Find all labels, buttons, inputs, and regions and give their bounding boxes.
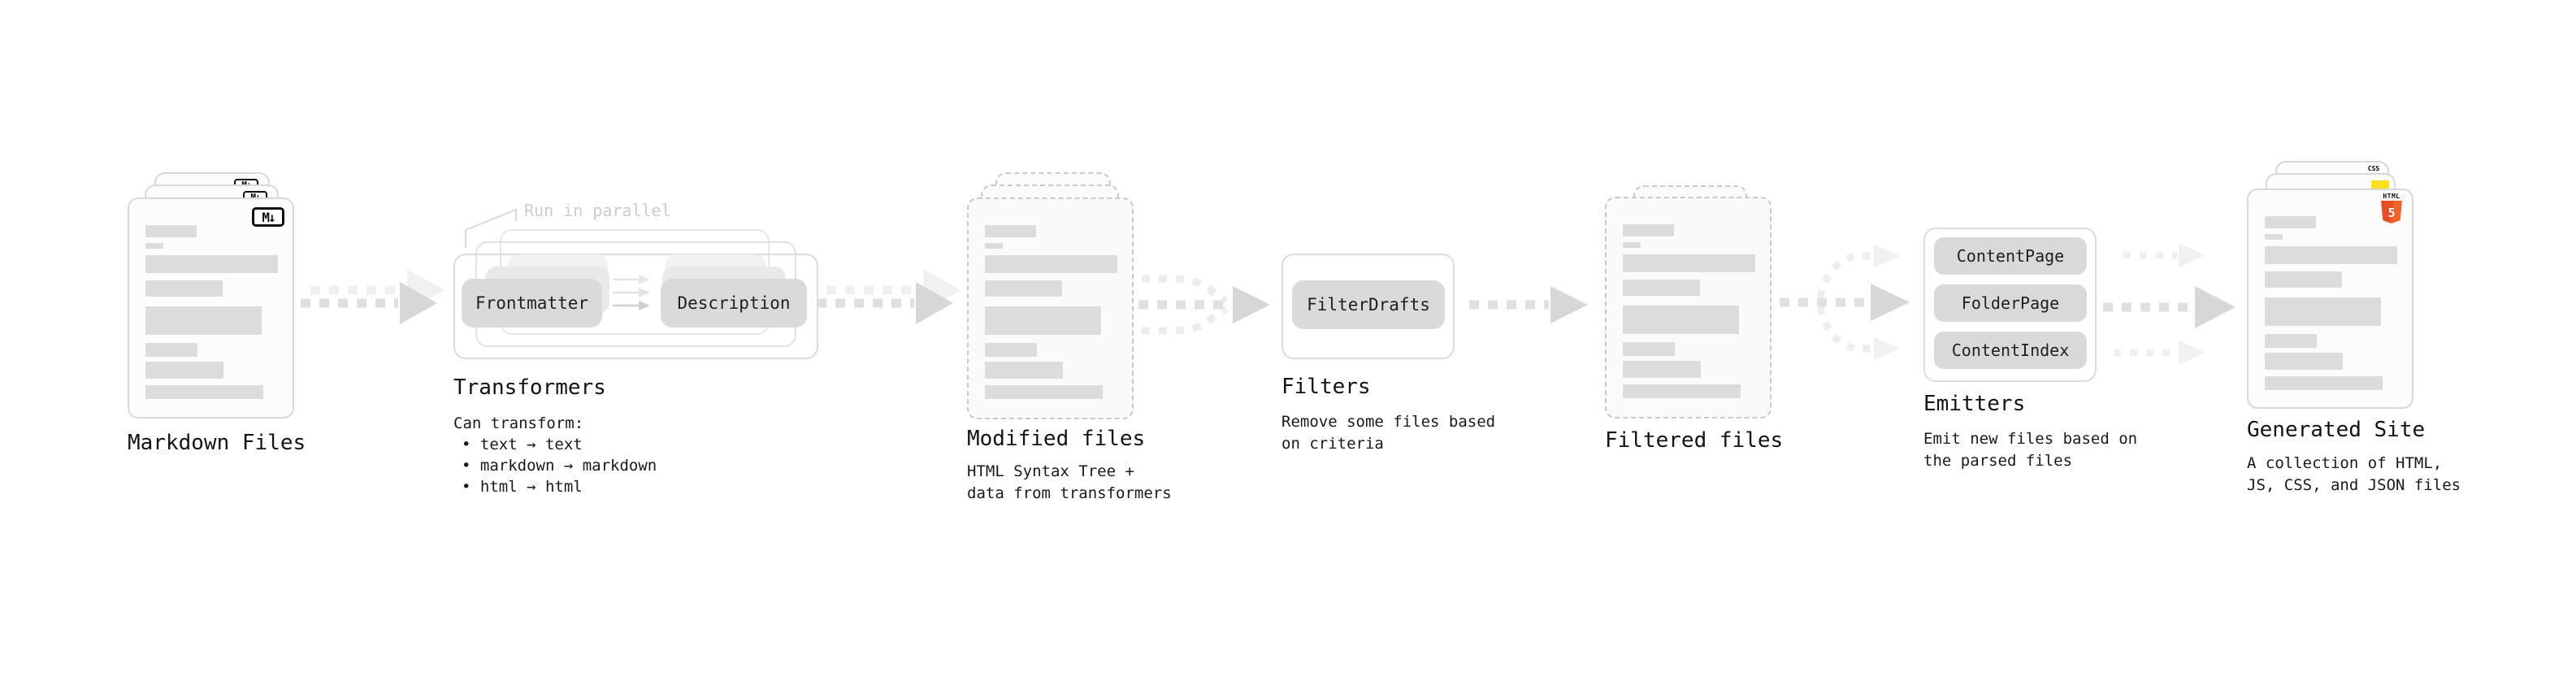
- frontmatter-pill: Frontmatter: [462, 279, 602, 327]
- markdown-file-card-front: M↓: [128, 197, 294, 419]
- transformers-notes: Can transform: • text → text • markdown …: [453, 413, 657, 497]
- text-line-bar: [1623, 361, 1701, 378]
- flow-arrow-icon: [817, 269, 961, 324]
- text-line-bar: [2265, 271, 2342, 288]
- stage-title-modified-files: Modified files: [967, 427, 1146, 451]
- modified-file-card-front: [967, 197, 1134, 419]
- note-line: • text → text: [462, 436, 583, 453]
- markdown-icon: M↓: [252, 207, 284, 227]
- file-content-placeholder: [985, 225, 1117, 399]
- flow-arrow-icon: [1469, 286, 1588, 323]
- note-line: • html → html: [462, 478, 583, 496]
- text-line-bar: [985, 306, 1101, 335]
- filters-subtitle: Remove some files based on criteria: [1281, 411, 1495, 455]
- text-line-bar: [985, 280, 1062, 297]
- text-line-bar: [985, 385, 1103, 399]
- filterdrafts-pill: FilterDrafts: [1292, 280, 1445, 329]
- subtitle-line: data from transformers: [967, 484, 1172, 502]
- html5-label: HTML: [2383, 193, 2400, 200]
- text-line-bar: [1623, 384, 1741, 398]
- generated-file-card-html: HTML 5: [2247, 189, 2413, 409]
- emitter-arrows-icon: [2103, 243, 2236, 365]
- pill-arrows-icon: [613, 275, 650, 310]
- subtitle-line: A collection of HTML,: [2247, 454, 2443, 472]
- note-line: Can transform:: [453, 414, 584, 432]
- subtitle-line: on criteria: [1281, 435, 1384, 453]
- text-line-bar: [985, 362, 1063, 379]
- subtitle-line: Emit new files based on: [1923, 430, 2138, 448]
- html5-number: 5: [2387, 205, 2396, 220]
- css-label: CSS: [2367, 165, 2380, 172]
- run-in-parallel-note: Run in parallel: [524, 201, 671, 220]
- flow-arrow-icon: [301, 269, 445, 324]
- text-line-bar: [985, 343, 1037, 357]
- filtered-file-card-front: [1605, 197, 1772, 419]
- text-line-bar: [2265, 376, 2383, 390]
- text-line-bar: [2265, 297, 2381, 326]
- fanout-arrow-icon: [1780, 245, 1910, 360]
- file-content-placeholder: [1623, 224, 1755, 398]
- stage-title-filtered-files: Filtered files: [1605, 428, 1784, 453]
- note-leader-line-icon: [465, 208, 517, 248]
- html5-icon: HTML 5: [2379, 193, 2404, 223]
- text-line-bar: [145, 385, 263, 399]
- text-line-bar: [145, 362, 223, 379]
- subtitle-line: JS, CSS, and JSON files: [2247, 476, 2461, 494]
- text-line-bar: [1623, 306, 1739, 334]
- text-line-bar: [1623, 224, 1674, 236]
- contentpage-pill: ContentPage: [1934, 237, 2087, 275]
- file-content-placeholder: [2265, 216, 2397, 390]
- stage-title-filters: Filters: [1281, 375, 1371, 399]
- text-line-bar: [1623, 342, 1675, 356]
- generated-site-subtitle: A collection of HTML, JS, CSS, and JSON …: [2247, 453, 2461, 497]
- subtitle-line: Remove some files based: [1281, 413, 1496, 431]
- text-line-bar: [985, 225, 1036, 237]
- js-icon: [2371, 180, 2389, 189]
- text-line-bar: [1623, 254, 1755, 272]
- contentindex-pill: ContentIndex: [1934, 332, 2087, 369]
- description-pill: Description: [661, 279, 807, 327]
- text-line-bar: [985, 255, 1117, 273]
- stage-title-generated-site: Generated Site: [2247, 418, 2426, 442]
- note-line: • markdown → markdown: [462, 457, 657, 475]
- folderpage-pill: FolderPage: [1934, 284, 2087, 322]
- text-line-bar: [145, 306, 262, 335]
- stage-title-transformers: Transformers: [453, 375, 606, 400]
- emitters-subtitle: Emit new files based on the parsed files: [1923, 428, 2137, 472]
- text-line-bar: [2265, 353, 2343, 370]
- text-line-bar: [2265, 334, 2317, 348]
- stage-title-markdown-files: Markdown Files: [128, 431, 306, 455]
- text-line-bar: [985, 243, 1003, 249]
- merge-arrow-icon: [1138, 275, 1270, 335]
- text-line-bar: [2265, 234, 2283, 240]
- modified-files-subtitle: HTML Syntax Tree + data from transformer…: [967, 461, 1172, 505]
- stage-title-emitters: Emitters: [1923, 392, 2026, 416]
- file-content-placeholder: [145, 225, 278, 399]
- text-line-bar: [1623, 280, 1700, 296]
- subtitle-line: the parsed files: [1923, 452, 2073, 470]
- text-line-bar: [2265, 246, 2397, 264]
- html5-shield: 5: [2381, 201, 2402, 223]
- text-line-bar: [145, 243, 163, 249]
- text-line-bar: [145, 280, 223, 297]
- subtitle-line: HTML Syntax Tree +: [967, 462, 1134, 480]
- text-line-bar: [145, 255, 278, 273]
- text-line-bar: [1623, 242, 1641, 248]
- text-line-bar: [145, 343, 197, 357]
- text-line-bar: [2265, 216, 2316, 228]
- text-line-bar: [145, 225, 197, 237]
